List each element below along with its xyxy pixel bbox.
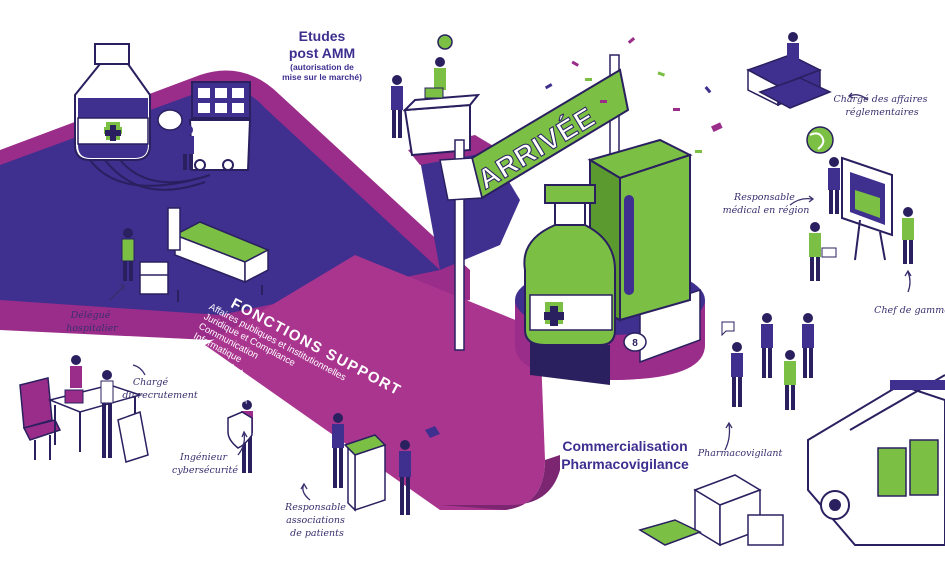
commercialisation-line1: Commercialisation: [562, 438, 688, 454]
etudes-subtitle-2: mise sur le marché): [282, 72, 362, 82]
confetti: [544, 37, 723, 158]
role-label-regulatory: Chargé des affaires réglementaires: [833, 94, 930, 118]
section-title-etudes: Etudes post AMM (autorisation de mise su…: [262, 28, 382, 82]
section-title-commercialisation: Commercialisation Pharmacovigilance: [540, 437, 710, 473]
etudes-subtitle-1: (autorisation de: [290, 62, 354, 72]
presentation-board: [841, 156, 914, 264]
reception-desk: [391, 34, 481, 157]
commercial-team: [721, 313, 814, 410]
cyber-engineer: [227, 400, 253, 473]
role-label-associations: Responsable associations de patients: [284, 502, 349, 539]
hospital-bed: [139, 207, 270, 310]
role-label-delegue: Délégué hospitalier: [66, 310, 119, 334]
delegate-figure: [121, 228, 135, 281]
commercialisation-line2: Pharmacovigilance: [561, 456, 689, 472]
pill-number: 8: [632, 338, 638, 349]
binders-stack: [746, 32, 832, 109]
etudes-line2: post AMM: [288, 45, 356, 61]
role-label-medical: Responsable médical en région: [723, 192, 810, 216]
medicine-podium: [515, 138, 705, 385]
etudes-line1: Etudes: [298, 28, 346, 44]
arrival-arch: [439, 54, 630, 351]
role-label-recrutement: Chargé du recrutement: [122, 377, 198, 401]
boxes-bottom: [638, 474, 784, 547]
regional-medical-figure: [809, 222, 837, 281]
role-label-pharmacovigilant: Pharmacovigilant: [697, 448, 783, 459]
lab-machine: [157, 81, 252, 171]
role-label-cyber: Ingénieur cybersécurité: [172, 452, 238, 476]
role-label-chef-gamme: Chef de gamme: [874, 305, 945, 316]
medical-globe: [806, 126, 840, 214]
delivery-truck: [807, 374, 945, 546]
lab-flask: [74, 43, 211, 191]
patient-associations: [332, 413, 440, 515]
office-desk: [19, 355, 149, 463]
label-arrows: [109, 92, 912, 501]
